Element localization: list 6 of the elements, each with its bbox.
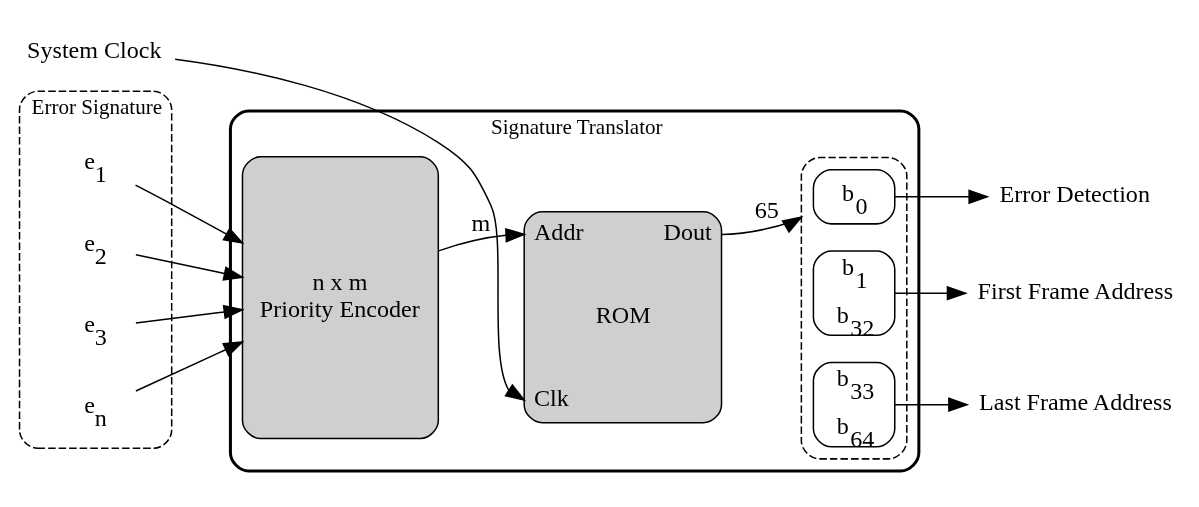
node-text: Error Detection xyxy=(999,180,1150,207)
node-text: First Frame Address xyxy=(977,277,1174,304)
node-text: System Clock xyxy=(27,36,162,63)
node-text: Last Frame Address xyxy=(979,388,1172,415)
edge-label: m xyxy=(471,209,491,236)
edge-label: 65 xyxy=(754,196,779,223)
